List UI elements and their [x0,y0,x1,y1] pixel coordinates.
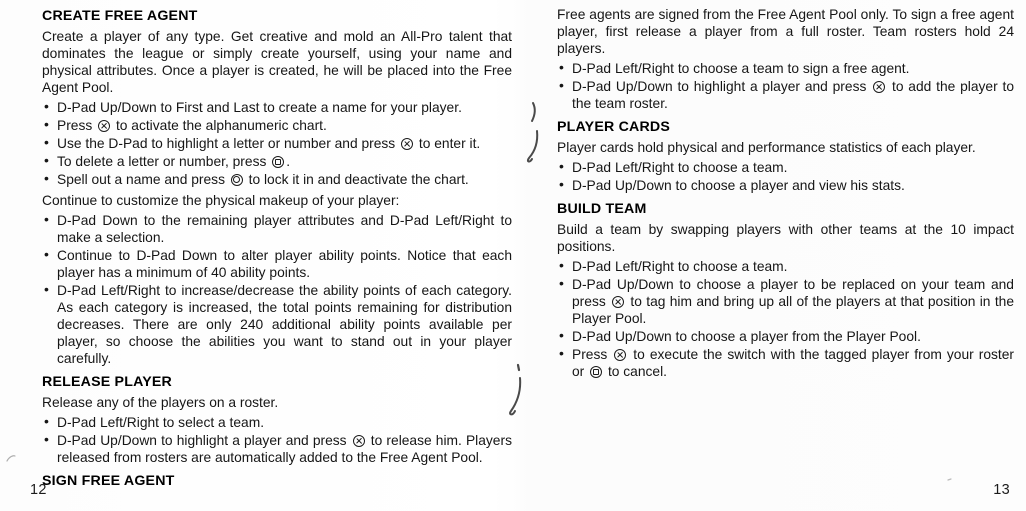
section-heading-sign-free-agent: SIGN FREE AGENT [42,473,175,489]
body-paragraph: Free agents are signed from the Free Age… [557,7,1014,56]
circle-button-icon [230,173,243,186]
bullet-item: Spell out a name and press to lock it in… [42,170,512,188]
bullet-item: D-Pad Left/Right to choose a team. [557,158,1014,176]
bullet-item: D-Pad Up/Down to First and Last to creat… [42,98,512,116]
x-button-icon [352,434,365,447]
page-number: 12 [30,482,47,498]
bullet-list: D-Pad Left/Right to choose a team. D-Pad… [557,257,1014,380]
bullet-list: D-Pad Left/Right to choose a team to sig… [557,59,1014,112]
bullet-item: D-Pad Left/Right to choose a team to sig… [557,59,1014,77]
bullet-item: Continue to D-Pad Down to alter player a… [42,246,512,281]
bullet-item: Press to activate the alphanumeric chart… [42,116,512,134]
bullet-item: To delete a letter or number, press . [42,152,512,170]
x-button-icon [98,119,111,132]
bullet-list: D-Pad Up/Down to First and Last to creat… [42,98,512,188]
bullet-item: Press to execute the switch with the tag… [557,345,1014,380]
bullet-item: D-Pad Down to the remaining player attri… [42,211,512,246]
body-paragraph: Release any of the players on a roster. [42,395,279,410]
bullet-list: D-Pad Left/Right to choose a team. D-Pad… [557,158,1014,194]
bullet-item: D-Pad Left/Right to increase/decrease th… [42,281,512,367]
section-heading-release-player: RELEASE PLAYER [42,374,172,390]
bullet-item: D-Pad Up/Down to choose a player and vie… [557,176,1014,194]
bullet-item: D-Pad Up/Down to highlight a player and … [42,431,512,466]
manual-page-right: Free agents are signed from the Free Age… [557,6,1014,384]
body-paragraph: Create a player of any type. Get creativ… [42,29,512,95]
body-paragraph: Build a team by swapping players with ot… [557,222,1014,254]
bullet-item: D-Pad Left/Right to choose a team. [557,257,1014,275]
x-button-icon [401,137,414,150]
bullet-item: D-Pad Up/Down to highlight a player and … [557,77,1014,112]
square-button-icon [272,155,285,168]
body-paragraph: Continue to customize the physical makeu… [42,193,400,208]
square-button-icon [590,365,603,378]
page-number: 13 [993,482,1010,498]
bullet-list: D-Pad Left/Right to select a team. D-Pad… [42,413,512,466]
x-button-icon [614,348,627,361]
body-paragraph: Player cards hold physical and performan… [557,140,976,155]
bullet-list: D-Pad Down to the remaining player attri… [42,211,512,367]
manual-page-left: CREATE FREE AGENT Create a player of any… [42,8,512,493]
bullet-item: D-Pad Up/Down to choose a player to be r… [557,275,1014,327]
bullet-item: Use the D-Pad to highlight a letter or n… [42,134,512,152]
section-heading-player-cards: PLAYER CARDS [557,119,671,135]
x-button-icon [612,295,625,308]
section-heading-create-free-agent: CREATE FREE AGENT [42,8,198,24]
bullet-item: D-Pad Up/Down to choose a player from th… [557,327,1014,345]
x-button-icon [873,80,886,93]
section-heading-build-team: BUILD TEAM [557,201,647,217]
bullet-item: D-Pad Left/Right to select a team. [42,413,512,431]
